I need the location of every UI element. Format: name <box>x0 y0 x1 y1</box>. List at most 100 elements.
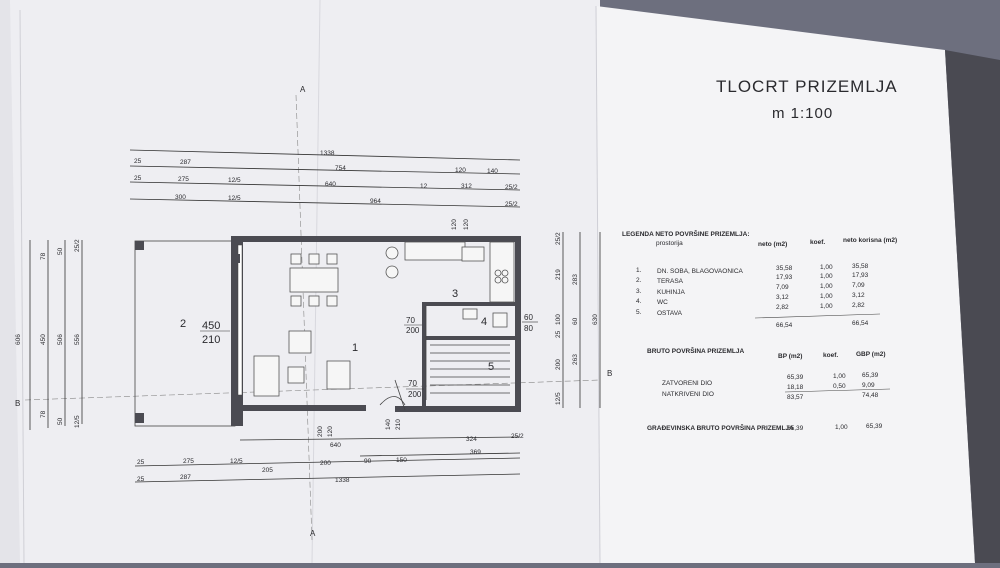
legend-neto-h-korisna: neto korisna (m2) <box>843 237 897 244</box>
plan-title: TLOCRT PRIZEMLJA <box>716 77 898 96</box>
section-mark-b-right: B <box>607 369 612 378</box>
dim-bottom-369: 369 <box>470 449 481 456</box>
wall-south-left <box>231 405 366 411</box>
stairs <box>425 306 510 400</box>
dim-right-100: 100 <box>555 314 562 325</box>
dim-top-125b: 12/5 <box>228 195 241 202</box>
dim-bottom-287: 287 <box>180 474 191 481</box>
dim-bottom-25b: 25 <box>137 476 145 483</box>
neto-row4-koef: 1,00 <box>820 293 833 300</box>
wall-kitchen <box>422 302 517 306</box>
room-4-dim-b: 80 <box>524 324 533 333</box>
door-dim-210: 210 <box>395 419 402 430</box>
wall-wc <box>426 336 516 340</box>
sofa-right <box>326 360 351 390</box>
bruto-row2-bp: 18,18 <box>787 384 804 391</box>
dim-top-287: 287 <box>180 159 191 166</box>
dim-left-125: 12/5 <box>74 415 81 428</box>
room-2-dim-b: 210 <box>202 334 220 346</box>
opening-1-sub: 200 <box>406 326 420 335</box>
dim-bottom-200: 200 <box>320 460 331 467</box>
top-dimension-lines: 1338 25 287 754 120 140 25 275 12/5 640 … <box>129 149 521 230</box>
neto-total-korisna: 66,54 <box>852 320 869 327</box>
wc-basin <box>462 308 478 320</box>
dim-left-50b: 50 <box>57 417 64 425</box>
plan-scale: m 1:100 <box>772 105 833 122</box>
legend-neto-title: LEGENDA NETO POVRŠINE PRIZEMLJA: <box>622 229 750 238</box>
room-2-number: 2 <box>180 318 186 330</box>
dim-bottom-150: 150 <box>396 457 407 464</box>
sofa-left <box>253 355 280 397</box>
legend-gbp: GRAĐEVINSKA BRUTO POVRŠINA PRIZEMLJA 65,… <box>647 423 883 432</box>
dim-top-640: 640 <box>325 181 336 188</box>
room-1-number: 1 <box>352 342 358 354</box>
paper-fold <box>595 5 601 564</box>
dim-right-200: 200 <box>555 359 562 370</box>
bruto-row1-name: ZATVORENI DIO <box>662 380 712 387</box>
bruto-row2-name: NATKRIVENI DIO <box>662 391 714 398</box>
dim-bottom-1338: 1338 <box>335 477 350 484</box>
dim-right-125: 12/5 <box>555 392 562 405</box>
legend-bruto-title: BRUTO POVRŠINA PRIZEMLJA <box>647 346 744 355</box>
section-mark-b-left: B <box>15 399 20 408</box>
paper-edge <box>19 9 25 564</box>
bruto-row1-bp: 65,39 <box>787 374 804 381</box>
legend-bruto-h-koef: koef. <box>823 352 838 359</box>
door-dim-120: 120 <box>327 426 334 437</box>
armchair <box>288 330 312 354</box>
neto-row3-neto: 7,09 <box>776 284 789 291</box>
bruto-row1-koef: 1,00 <box>833 373 846 380</box>
dim-top-25a: 25 <box>134 158 142 165</box>
room-2-dim-a: 450 <box>202 320 220 332</box>
dim-left-556: 556 <box>74 334 81 345</box>
dim-top-25b: 25 <box>134 175 142 182</box>
neto-row5-koef: 1,00 <box>820 303 833 310</box>
legend-neto-h-koef: koef. <box>810 239 825 246</box>
dim-right-283: 283 <box>572 274 579 285</box>
neto-row5-korisna: 2,82 <box>852 302 865 309</box>
room-3-number: 3 <box>452 288 458 300</box>
dim-top-312: 312 <box>461 183 472 190</box>
neto-row4-name: WC <box>657 299 668 306</box>
dim-bottom-324: 324 <box>466 436 477 443</box>
legend-bruto-h-gbp: GBP (m2) <box>856 351 886 358</box>
neto-row3-name: KUHINJA <box>657 289 685 296</box>
dim-top-252b: 25/2 <box>505 201 518 208</box>
neto-row1-koef: 1,00 <box>820 264 833 271</box>
dim-bottom-275: 275 <box>183 458 194 465</box>
legend-neto: LEGENDA NETO POVRŠINE PRIZEMLJA: prostor… <box>622 229 897 329</box>
coffee-table <box>287 366 305 384</box>
neto-row4-no: 4. <box>636 298 642 305</box>
dim-bottom-90: 90 <box>364 458 372 465</box>
dim-right-252: 25/2 <box>555 232 562 245</box>
neto-row3-korisna: 7,09 <box>852 282 865 289</box>
dim-top-754: 754 <box>335 165 346 172</box>
wc-toilet <box>492 312 508 328</box>
dim-top-right-120b: 120 <box>463 219 470 230</box>
opening-2-sub: 200 <box>408 390 422 399</box>
sink <box>461 246 485 262</box>
neto-row2-name: TERASA <box>657 278 684 285</box>
dim-left-450: 450 <box>40 334 47 345</box>
room-5-number: 5 <box>488 361 494 373</box>
dim-left-78a: 78 <box>40 252 47 260</box>
dim-bottom-125: 12/5 <box>230 458 243 465</box>
left-dimension-lines: 606 450 506 556 78 50 25/2 78 50 12/5 <box>15 239 83 430</box>
wall-south-right <box>395 406 521 412</box>
neto-row2-neto: 17,93 <box>776 274 793 281</box>
neto-row4-neto: 3,12 <box>776 294 789 301</box>
door-dim-140: 140 <box>385 419 392 430</box>
room-4-dim-a: 60 <box>524 313 533 322</box>
neto-row5-neto: 2,82 <box>776 304 789 311</box>
dining-table <box>289 267 339 293</box>
legend-neto-h-prostorija: prostorija <box>656 240 683 247</box>
dim-left-50a: 50 <box>57 247 64 255</box>
bruto-row2-gbp: 9,09 <box>862 382 875 389</box>
table-edge <box>945 50 1000 563</box>
dim-left-78b: 78 <box>40 410 47 418</box>
dim-bottom-252: 25/2 <box>511 433 524 440</box>
opening-2-label: 70 <box>408 379 417 388</box>
section-mark-a-bottom: A <box>310 529 316 538</box>
